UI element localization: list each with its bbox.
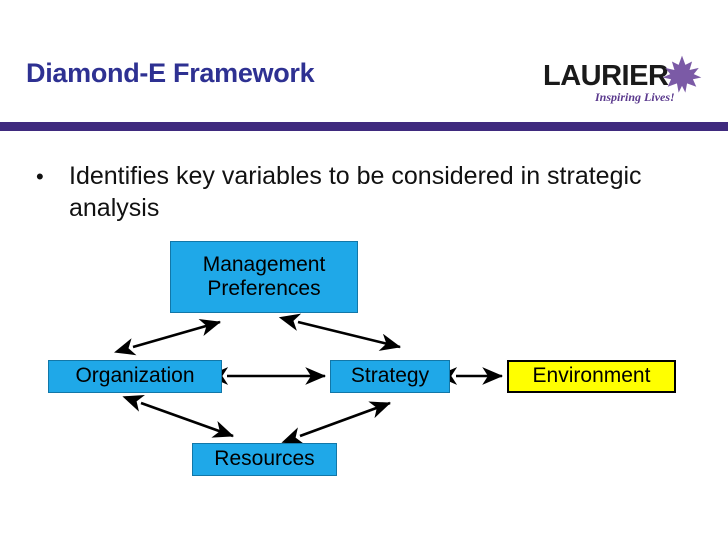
arrow-organization-management — [114, 318, 221, 356]
bullet-marker-icon: • — [36, 164, 44, 189]
maple-leaf-icon — [662, 55, 702, 93]
logo-tagline: Inspiring Lives! — [595, 90, 675, 104]
bullet-text: Identifies key variables to be considere… — [69, 162, 642, 222]
diagram-node-organization[interactable]: Organization — [48, 360, 222, 393]
page-title: Diamond-E Framework — [26, 58, 315, 88]
diagram-node-environment[interactable]: Environment — [507, 360, 676, 393]
logo-wordmark: LAURIER — [543, 60, 669, 92]
arrow-resources-strategy — [281, 401, 391, 444]
diagram-node-resources[interactable]: Resources — [192, 443, 337, 476]
diagram-node-management-preferences[interactable]: Management Preferences — [170, 241, 358, 313]
title-divider — [0, 122, 728, 131]
diagram-node-strategy[interactable]: Strategy — [330, 360, 450, 393]
arrow-organization-resources — [122, 395, 234, 438]
laurier-logo: LAURIER Inspiring Lives! — [543, 55, 702, 110]
arrow-management-strategy — [278, 313, 402, 351]
